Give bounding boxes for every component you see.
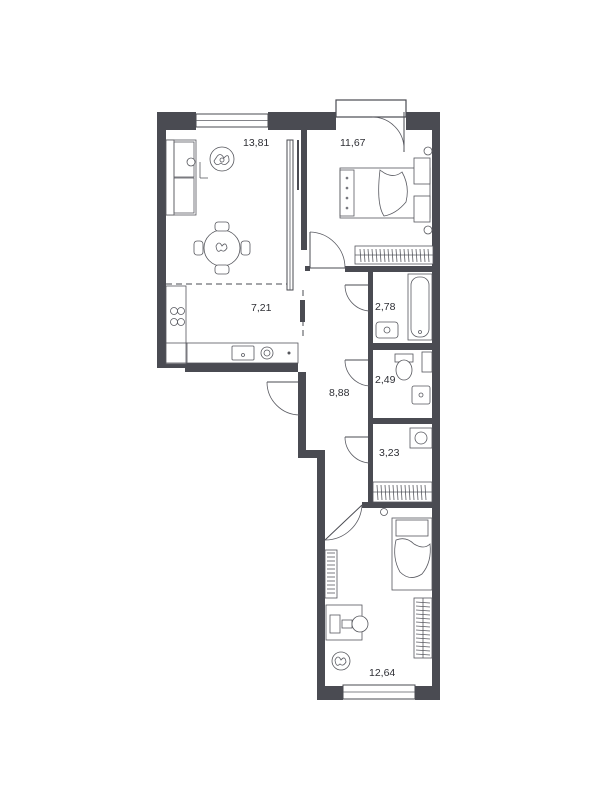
wardrobe-icon xyxy=(413,597,433,659)
washing-machine-icon xyxy=(260,346,291,360)
sink-icon xyxy=(375,321,399,339)
exterior-walls xyxy=(157,112,440,700)
bed-icon xyxy=(380,508,433,591)
sofa-icon xyxy=(165,139,208,216)
washing-machine-icon xyxy=(409,427,433,449)
door-icon xyxy=(344,359,371,387)
door-icon xyxy=(309,231,346,269)
area-label-living: 13,81 xyxy=(243,137,269,149)
area-label-kitchen: 7,21 xyxy=(251,302,272,314)
door-icon xyxy=(324,504,363,541)
area-label-wc: 2,49 xyxy=(375,374,396,386)
area-label-hall: 8,88 xyxy=(329,387,350,399)
sink-icon xyxy=(231,345,255,361)
plant-icon xyxy=(331,651,351,671)
stove-icon xyxy=(170,307,185,326)
radiator-icon xyxy=(324,549,338,599)
area-label-bedroom1: 11,67 xyxy=(340,137,366,149)
plant-icon xyxy=(209,146,235,172)
bathtub-icon xyxy=(407,273,433,341)
wardrobe-icon xyxy=(372,481,433,503)
door-icon xyxy=(344,284,371,312)
zone-divider xyxy=(166,283,304,340)
area-label-storage: 3,23 xyxy=(379,447,400,459)
radiator-icon xyxy=(423,146,433,235)
window-icon xyxy=(342,684,416,700)
toilet-icon xyxy=(394,353,414,381)
window-icon xyxy=(195,113,269,128)
door-icon xyxy=(344,436,371,464)
area-label-bath: 2,78 xyxy=(375,301,396,313)
entrance-door-icon xyxy=(266,381,301,416)
desk-icon xyxy=(325,604,369,641)
wardrobe-icon xyxy=(354,245,434,265)
balcony-door xyxy=(335,99,407,152)
bed-icon xyxy=(339,157,431,223)
dining-table-icon xyxy=(193,221,251,275)
area-label-bedroom2: 12,64 xyxy=(369,667,395,679)
sink-icon xyxy=(411,351,433,405)
